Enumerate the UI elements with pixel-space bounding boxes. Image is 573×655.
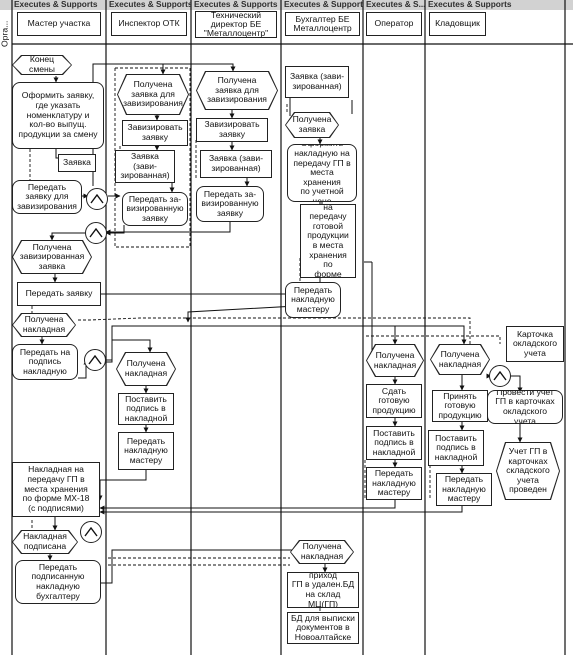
function-op-pass-to-master[interactable]: Передать накладную мастеру [366,467,422,500]
function-td-pass-approved[interactable]: Передать за- визированную заявку [196,186,264,222]
function-pass-signed-to-accountant[interactable]: Передать подписанную накладную бухгалтер… [15,560,101,604]
role-tech-director: Технический директор БЕ "Металлоцентр" [195,11,277,38]
event-acc-final-waybill-received[interactable]: Получена накладная [290,540,354,564]
role-operator: Оператор [366,12,422,36]
event-op-waybill-received[interactable]: Получена накладная [366,344,424,377]
event-otk-request-received[interactable]: Получена заявка для завизирования [117,74,189,115]
event-wk-waybill-received[interactable]: Получена накладная [430,344,490,375]
event-td-request-received[interactable]: Получена заявка для завизирования [196,71,278,110]
doc-wk-storage-card[interactable]: Карточка окладского учета [506,326,564,362]
doc-acc-database[interactable]: БД для выписки документов в Новоалтайске [287,612,359,644]
function-wk-accept[interactable]: Принять готовую продукцию [432,390,488,422]
function-acc-make-waybill[interactable]: Оформить накладную на передачу ГП в мест… [287,144,357,202]
lane-header-label: Executes & Supports [194,0,278,10]
role-storekeeper: Кладовщик [429,12,486,36]
org-side-label: Орга... [0,20,10,48]
doc-acc-waybill-mx18[interactable]: Накладная на передачу готовой продукции … [300,204,356,278]
role-accountant: Бухгалтер БЕ Металлоцентр [285,12,360,36]
lane-header-label: Executes & Supports [14,0,98,10]
function-otk-pass-approved[interactable]: Передать за- визированную заявку [122,192,188,226]
event-otk-waybill-received[interactable]: Получена накладная [116,352,176,386]
lane-header-label: Executes & Supports [284,0,363,10]
function-send-request[interactable]: Передать заявку [17,282,101,306]
function-otk-approve[interactable]: Завизировать заявку [122,120,188,146]
doc-signed-waybill[interactable]: Накладная на передачу ГП в места хранени… [12,462,100,517]
lane-header-label: Executes & S... [366,0,425,10]
function-wk-record[interactable]: Провести учет ГП в карточках окладского … [487,390,563,424]
and-gate-icon [84,349,106,371]
event-waybill-received-master[interactable]: Получена накладная [12,313,76,337]
function-td-approve[interactable]: Завизировать заявку [196,118,268,142]
function-otk-pass-to-master[interactable]: Передать накладную мастеру [118,432,174,470]
and-gate-icon [86,188,108,210]
event-waybill-signed[interactable]: Накладная подписана [12,530,78,554]
lane-header-label: Executes & Supports [109,0,191,10]
and-gate-icon [85,222,107,244]
function-wk-pass-to-master[interactable]: Передать накладную мастеру [436,473,492,506]
and-gate-icon [80,521,102,543]
event-wk-recording-done[interactable]: Учет ГП в карточках складского учета про… [496,442,560,500]
function-wk-sign[interactable]: Поставить подпись в накладной [428,430,484,466]
doc-acc-approved-request[interactable]: Заявка (зави- зированная) [285,66,349,98]
header-strip [0,0,573,10]
function-op-hand-over[interactable]: Сдать готовую продукцию [366,384,422,418]
doc-otk-approved-request[interactable]: Заявка (зави- зированная) [115,150,175,183]
function-otk-sign[interactable]: Поставить подпись в накладной [118,393,174,425]
event-approved-request-received[interactable]: Получена завизированная заявка [12,240,92,274]
function-send-for-approval[interactable]: Передать заявку для завизирования [12,180,82,214]
role-otk: Инспектор ОТК [111,12,187,36]
event-end-of-shift[interactable]: Конец смены [12,55,72,75]
function-acc-pass-waybill[interactable]: Передать накладную мастеру [285,282,341,318]
function-op-sign[interactable]: Поставить подпись в накладной [366,426,422,460]
lane-header-label: Executes & Supports [428,0,512,10]
and-gate-icon [489,365,511,387]
event-acc-request-received[interactable]: Получена заявка [285,112,339,138]
function-pass-for-signature[interactable]: Передать на подпись накладную [12,344,78,380]
doc-td-approved-request[interactable]: Заявка (зави- зированная) [200,150,272,178]
function-acc-reflect-receipt[interactable]: Отразить приход ГП в удален.БД на склад … [287,572,359,608]
doc-request[interactable]: Заявка [58,154,96,172]
function-make-request[interactable]: Оформить заявку, где указать номенклатур… [12,82,104,149]
role-master: Мастер участка [17,12,101,36]
